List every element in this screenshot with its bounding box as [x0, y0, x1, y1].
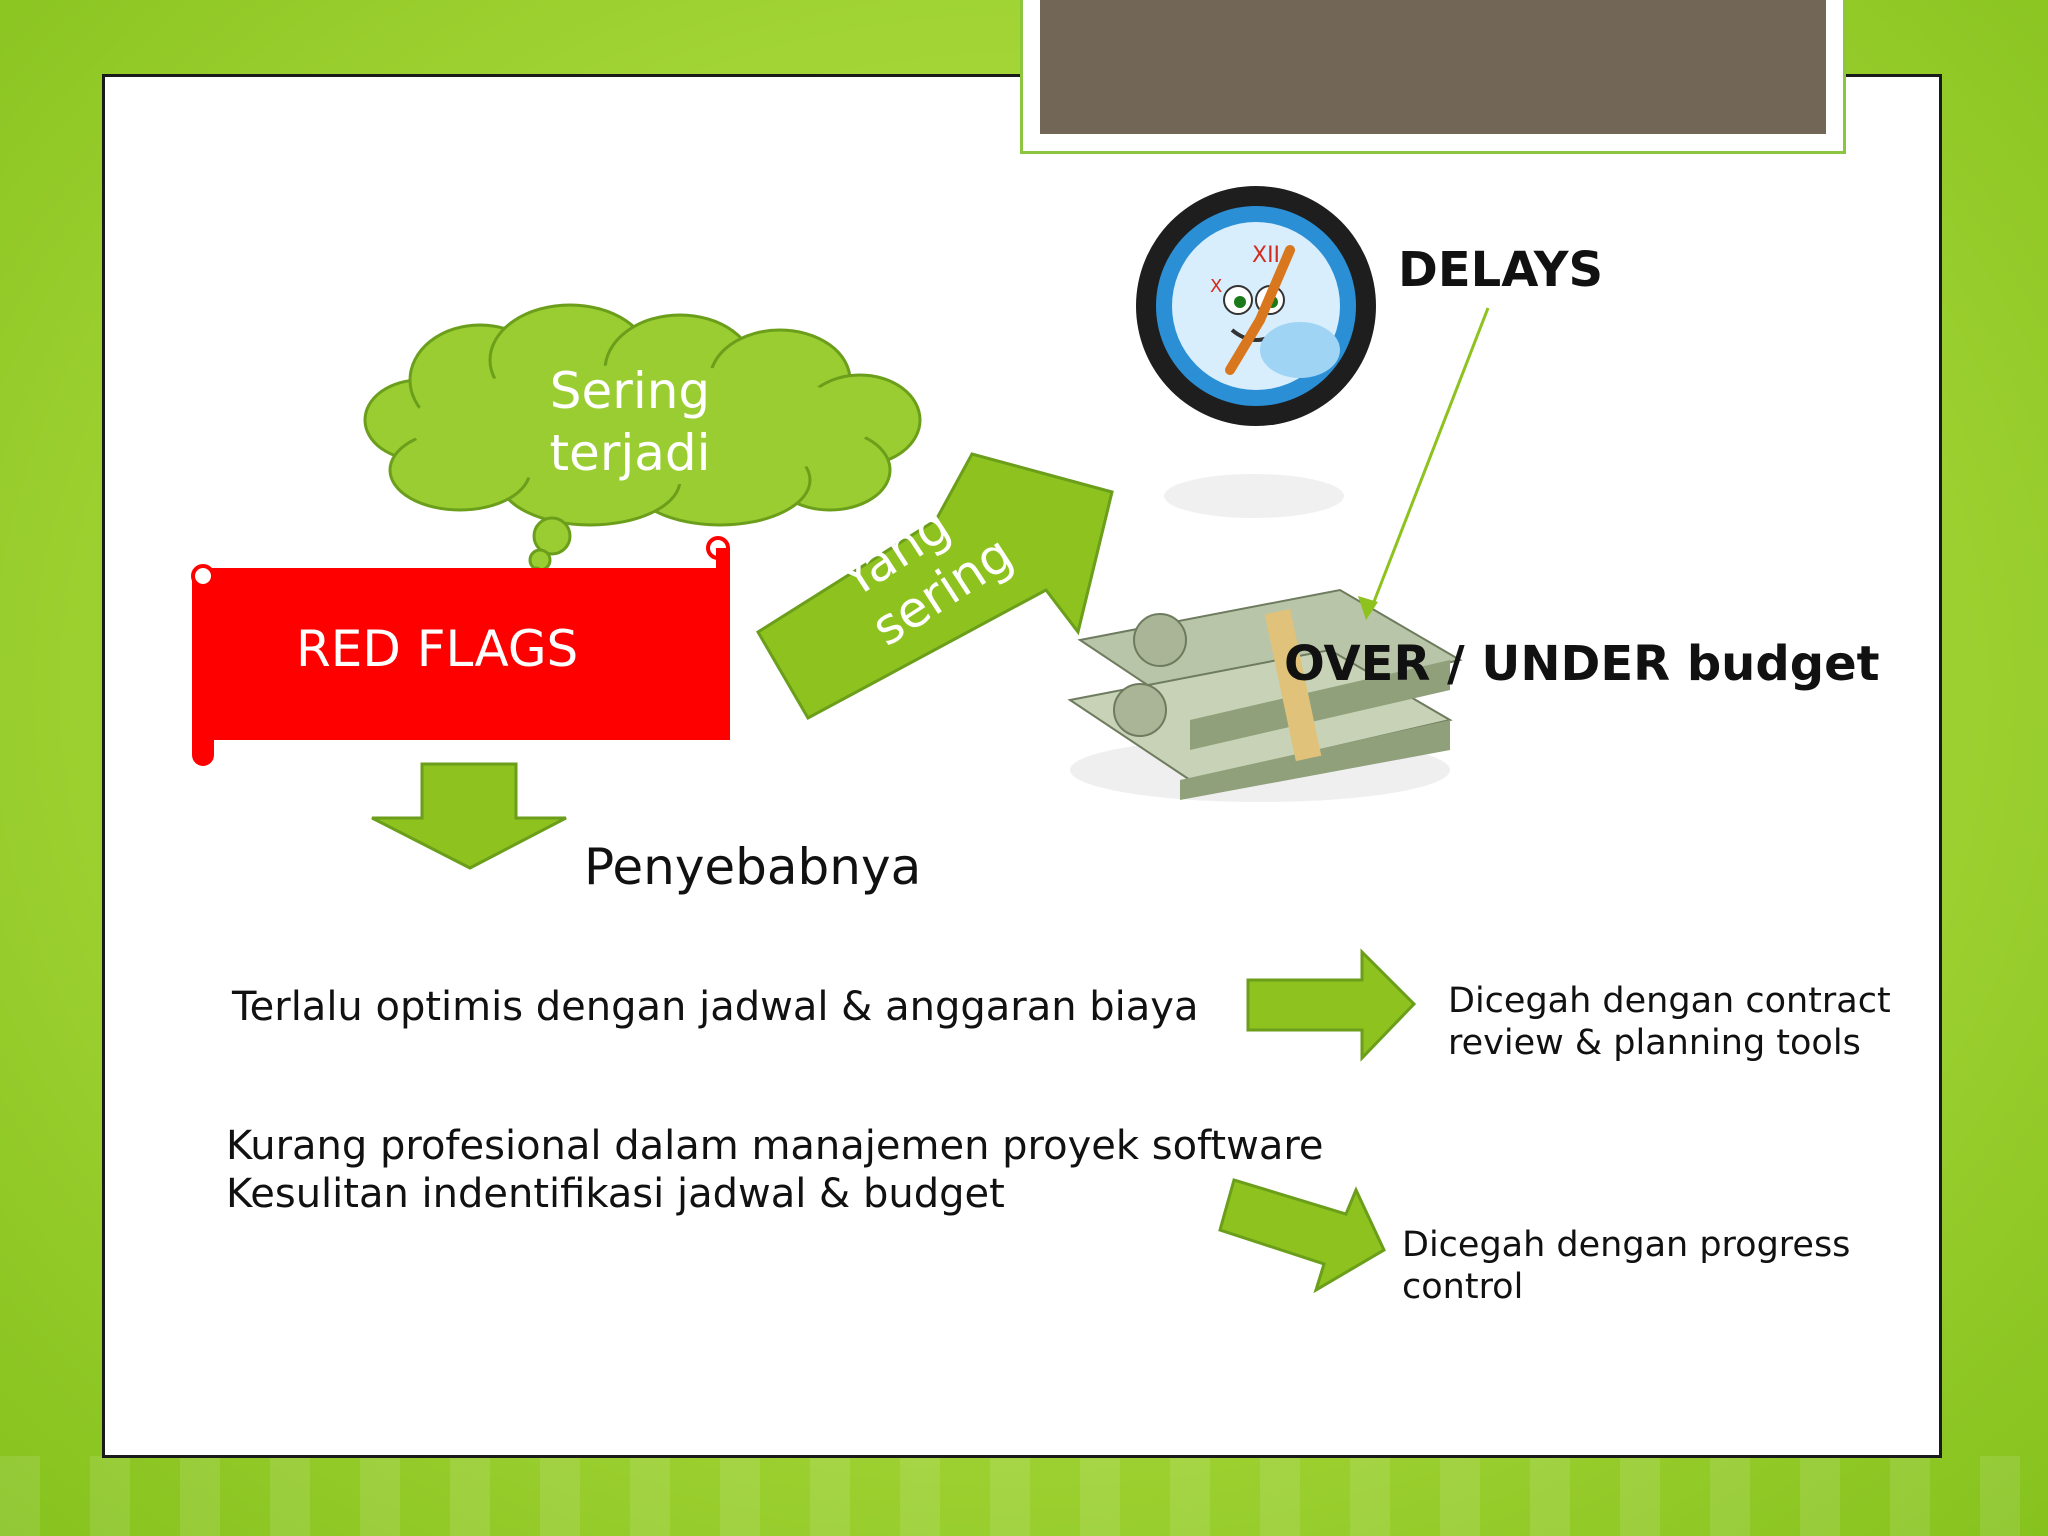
clock-icon: XII X	[1136, 186, 1376, 518]
cause-2-text: Kurang profesional dalam manajemen proye…	[226, 1122, 1326, 1218]
causes-heading: Penyebabnya	[584, 838, 921, 896]
right-arrow-1	[1248, 952, 1414, 1058]
red-flags-label: RED FLAGS	[296, 620, 578, 678]
svg-text:X: X	[1210, 276, 1222, 297]
over-under-budget-label: OVER / UNDER budget	[1284, 636, 1880, 692]
svg-text:XII: XII	[1252, 243, 1280, 268]
delays-label: DELAYS	[1398, 242, 1603, 298]
connector-arrow	[1358, 308, 1488, 620]
cloud-text: Sering terjadi	[500, 360, 760, 484]
cause-1-text: Terlalu optimis dengan jadwal & anggaran…	[232, 984, 1198, 1030]
down-arrow	[372, 764, 566, 868]
money-stack-icon	[1070, 590, 1460, 802]
cause-2-line-2: Kesulitan indentifikasi jadwal & budget	[226, 1170, 1326, 1218]
cause-2-line-1: Kurang profesional dalam manajemen proye…	[226, 1122, 1326, 1170]
prevention-1-text: Dicegah dengan contract review & plannin…	[1448, 980, 1928, 1064]
prevention-2-text: Dicegah dengan progress control	[1402, 1224, 1882, 1308]
